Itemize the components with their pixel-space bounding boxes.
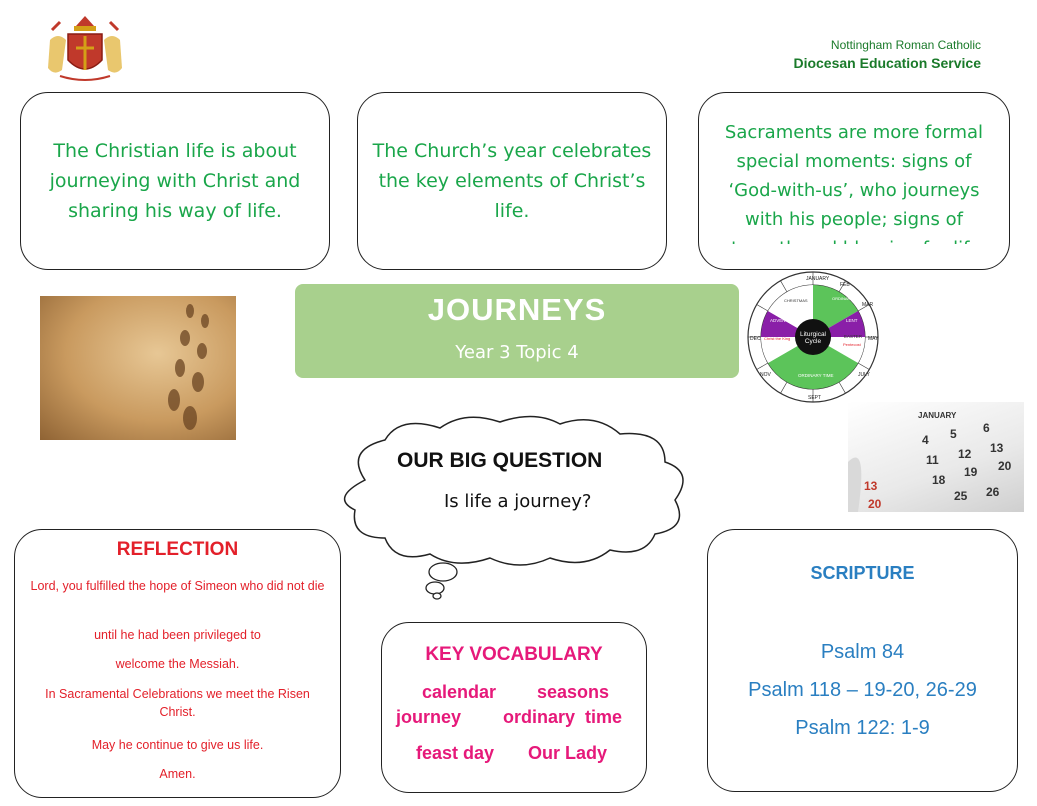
svg-text:13: 13 [990, 441, 1004, 455]
svg-text:JANUARY: JANUARY [806, 276, 830, 282]
svg-text:LENT: LENT [846, 318, 858, 323]
reflection-heading: REFLECTION [116, 539, 239, 560]
topic-title-banner: JOURNEYS Year 3 Topic 4 [295, 284, 739, 378]
svg-text:SEPT: SEPT [808, 395, 821, 401]
svg-text:FEB: FEB [840, 282, 850, 288]
scripture-ref-3: Psalm 122: 1-9 [795, 717, 930, 739]
reflection-line-4: In Sacramental Celebrations we meet the … [45, 687, 310, 719]
svg-text:Pentecost: Pentecost [843, 342, 862, 347]
svg-text:13: 13 [864, 479, 878, 493]
svg-text:ORDINARY TIME: ORDINARY TIME [798, 373, 834, 378]
statement-box-1: The Christian life is about journeying w… [20, 92, 330, 270]
svg-text:JANUARY: JANUARY [918, 411, 957, 420]
svg-text:Christ the King: Christ the King [764, 336, 790, 341]
org-line-1: Nottingham Roman Catholic [830, 38, 981, 52]
vocab-word-ordinary-time: ordinary time [503, 707, 623, 727]
svg-text:EASTER: EASTER [844, 334, 863, 339]
svg-text:20: 20 [868, 497, 882, 511]
svg-text:MAR: MAR [862, 302, 874, 308]
svg-text:CHRISTMAS: CHRISTMAS [784, 298, 808, 303]
reflection-box: REFLECTION Lord, you fulfilled the hope … [14, 529, 341, 798]
vocabulary-heading: KEY VOCABULARY [425, 644, 603, 665]
svg-text:19: 19 [964, 465, 978, 479]
wheel-center-label: Liturgical [800, 331, 827, 338]
statement-box-2: The Church’s year celebrates the key ele… [357, 92, 667, 270]
svg-text:NOV: NOV [760, 372, 772, 378]
statement-text-2: The Church’s year celebrates the key ele… [372, 140, 652, 222]
vocab-word-our-lady: Our Lady [528, 743, 608, 763]
svg-text:4: 4 [922, 433, 929, 447]
footprints-sand-image [40, 296, 236, 440]
reflection-line-1: Lord, you fulfilled the hope of Simeon w… [30, 579, 325, 593]
svg-text:ORDINARY TIME: ORDINARY TIME [832, 296, 864, 301]
svg-text:11: 11 [926, 453, 939, 467]
scripture-box: SCRIPTURE Psalm 84 Psalm 118 – 19-20, 26… [707, 529, 1018, 792]
big-question-heading: OUR BIG QUESTION [397, 449, 603, 472]
svg-text:25: 25 [954, 489, 968, 503]
statement-text-3: Sacraments are more formal special momen… [722, 122, 987, 244]
vocab-word-journey: journey [396, 707, 462, 727]
scripture-ref-1: Psalm 84 [820, 641, 905, 663]
svg-text:5: 5 [950, 427, 957, 441]
svg-text:20: 20 [998, 459, 1012, 473]
topic-subtitle: Year 3 Topic 4 [455, 342, 579, 363]
key-vocabulary-box: KEY VOCABULARY calendar seasons journey … [381, 622, 647, 793]
topic-title: JOURNEYS [427, 292, 607, 327]
big-question-text: Is life a journey? [444, 491, 592, 512]
svg-text:6: 6 [983, 421, 990, 435]
vocab-word-calendar: calendar [422, 682, 497, 702]
svg-text:26: 26 [986, 485, 1000, 499]
thought-cloud [343, 415, 684, 600]
svg-text:ADVENT: ADVENT [770, 318, 789, 323]
svg-text:DEC: DEC [750, 336, 761, 342]
svg-text:MAY: MAY [868, 336, 879, 342]
reflection-line-2: until he had been privileged to [94, 628, 261, 642]
svg-text:12: 12 [958, 447, 972, 461]
svg-text:18: 18 [932, 473, 946, 487]
liturgical-cycle-wheel: Liturgical Cycle ORDINARY TIME LENT EAST… [747, 271, 879, 403]
svg-text:Cycle: Cycle [805, 338, 822, 345]
org-line-2: Diocesan Education Service [793, 55, 981, 71]
scripture-heading: SCRIPTURE [810, 563, 915, 583]
reflection-line-6: Amen. [159, 767, 196, 781]
calendar-image: JANUARY 4 5 6 11 12 13 18 19 20 25 26 13… [848, 402, 1024, 512]
diocese-crest-logo [48, 16, 122, 81]
vocab-word-seasons: seasons [537, 682, 610, 702]
scripture-ref-2: Psalm 118 – 19-20, 26-29 [748, 679, 977, 701]
reflection-line-3: welcome the Messiah. [115, 657, 240, 671]
svg-text:JULY: JULY [858, 372, 871, 378]
vocab-word-feast-day: feast day [416, 743, 495, 763]
statement-text-1: The Christian life is about journeying w… [49, 140, 301, 222]
reflection-line-5: May he continue to give us life. [91, 738, 264, 752]
statement-box-3: Sacraments are more formal special momen… [698, 92, 1010, 270]
